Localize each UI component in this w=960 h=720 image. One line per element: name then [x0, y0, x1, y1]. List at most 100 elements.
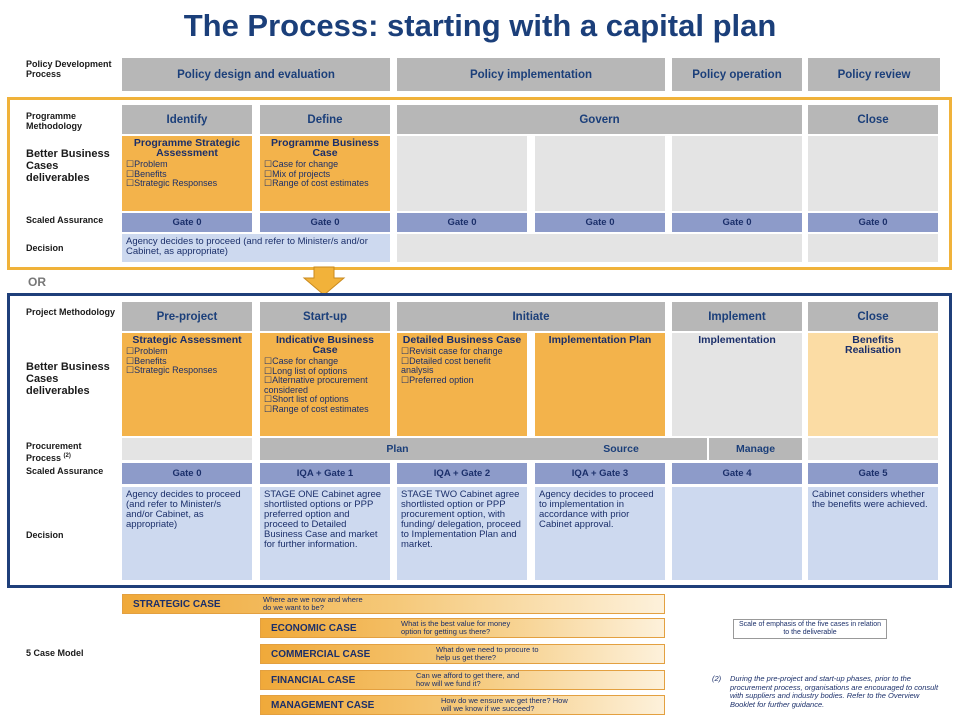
deliverable-item: Benefits — [126, 169, 248, 180]
programme-gate: Gate 0 — [122, 213, 252, 232]
deliverable-item: Strategic Responses — [126, 178, 248, 189]
deliverable-title: Indicative Business Case — [275, 334, 375, 356]
programme-strategic-assessment: Programme Strategic Assessment Problem B… — [122, 136, 252, 211]
deliverable-title: Implementation Plan — [548, 334, 652, 346]
case-question: What do we need to procure to help us ge… — [436, 645, 539, 662]
deliverable-title: Detailed Business Case — [402, 334, 522, 346]
deliverable-title: Benefits Realisation — [844, 334, 902, 356]
procurement-manage: Manage — [709, 438, 802, 460]
procurement-empty-cell — [808, 438, 938, 460]
project-benefits-realisation: Benefits Realisation — [808, 333, 938, 436]
deliverable-title: Programme Strategic Assessment — [133, 137, 241, 159]
case-question: How do we ensure we get there? How will … — [441, 696, 568, 713]
project-strategic-assessment: Strategic Assessment Problem Benefits St… — [122, 333, 252, 436]
project-gate: IQA + Gate 1 — [260, 463, 390, 484]
project-decision-label: Decision — [26, 530, 64, 540]
project-indicative-business-case: Indicative Business Case Case for change… — [260, 333, 390, 436]
programme-gate: Gate 0 — [397, 213, 527, 232]
deliverable-item: Case for change — [264, 356, 386, 367]
procurement-label-text: Procurement Process — [26, 441, 82, 463]
case-financial: FINANCIAL CASE Can we afford to get ther… — [260, 670, 665, 690]
programme-deliverables-label: Better Business Cases deliverables — [26, 148, 110, 184]
programme-frame — [7, 97, 952, 270]
programme-decision-label: Decision — [26, 243, 64, 253]
project-implementation-plan: Implementation Plan — [535, 333, 665, 436]
project-gate: Gate 5 — [808, 463, 938, 484]
deliverable-item: Mix of projects — [264, 169, 386, 180]
policy-stage-implementation: Policy implementation — [397, 58, 665, 91]
deliverable-item: Strategic Responses — [126, 365, 248, 376]
project-decision: STAGE ONE Cabinet agree shortlisted opti… — [260, 487, 390, 580]
deliverable-item: Range of cost estimates — [264, 178, 386, 189]
deliverable-item: Detailed cost benefit analysis — [401, 356, 523, 376]
case-question: What is the best value for money option … — [401, 619, 511, 636]
procurement-empty-cell — [122, 438, 252, 460]
project-decision: Cabinet considers whether the benefits w… — [808, 487, 938, 580]
case-commercial: COMMERCIAL CASE What do we need to procu… — [260, 644, 665, 664]
case-question: Can we afford to get there, and how will… — [416, 671, 520, 688]
programme-stage-govern: Govern — [397, 105, 802, 134]
project-decision: STAGE TWO Cabinet agree shortlisted opti… — [397, 487, 527, 580]
project-stage-initiate: Initiate — [397, 302, 665, 331]
policy-stage-review: Policy review — [808, 58, 940, 91]
programme-stage-define: Define — [260, 105, 390, 134]
programme-stage-identify: Identify — [122, 105, 252, 134]
deliverable-item: Short list of options — [264, 394, 386, 405]
down-arrow-icon — [302, 266, 346, 296]
project-gate: IQA + Gate 2 — [397, 463, 527, 484]
govern-cell — [397, 136, 527, 211]
programme-assurance-label: Scaled Assurance — [26, 215, 104, 225]
policy-row-label: Policy Development Process — [26, 59, 112, 79]
programme-gate: Gate 0 — [808, 213, 938, 232]
project-implementation: Implementation — [672, 333, 802, 436]
page-title: The Process: starting with a capital pla… — [183, 8, 777, 43]
project-decision — [672, 487, 802, 580]
programme-gate: Gate 0 — [260, 213, 390, 232]
programme-decision-empty — [808, 234, 938, 262]
policy-stage-operation: Policy operation — [672, 58, 802, 91]
policy-stage-design: Policy design and evaluation — [122, 58, 390, 91]
footnote-text: During the pre-project and start-up phas… — [730, 674, 939, 709]
deliverable-item: Case for change — [264, 159, 386, 170]
footnote-marker: (2) — [712, 674, 722, 683]
case-name: MANAGEMENT CASE — [271, 699, 375, 711]
procurement-footnote-ref: (2) — [63, 453, 71, 459]
case-name: ECONOMIC CASE — [271, 622, 357, 634]
deliverable-title: Programme Business Case — [271, 137, 379, 159]
project-frame — [7, 293, 952, 588]
govern-cell — [535, 136, 665, 211]
programme-methodology-label: Programme Methodology — [26, 111, 82, 131]
deliverable-item: Revisit case for change — [401, 346, 523, 357]
project-gate: Gate 0 — [122, 463, 252, 484]
deliverable-item: Problem — [126, 159, 248, 170]
deliverable-item: Alternative procurement considered — [264, 375, 386, 395]
case-name: COMMERCIAL CASE — [271, 648, 371, 660]
project-gate: Gate 4 — [672, 463, 802, 484]
programme-decision-empty — [397, 234, 802, 262]
deliverable-item: Benefits — [126, 356, 248, 367]
close-cell — [808, 136, 938, 211]
project-decision: Agency decides to proceed (and refer to … — [122, 487, 252, 580]
five-case-label: 5 Case Model — [26, 648, 84, 658]
deliverable-item: Problem — [126, 346, 248, 357]
project-assurance-label: Scaled Assurance — [26, 466, 104, 476]
emphasis-legend: Scale of emphasis of the five cases in r… — [733, 619, 887, 639]
project-stage-close: Close — [808, 302, 938, 331]
procurement-source: Source — [535, 438, 707, 460]
case-question: Where are we now and where do we want to… — [263, 595, 363, 612]
project-procurement-label: Procurement Process (2) — [26, 441, 118, 463]
project-stage-start-up: Start-up — [260, 302, 390, 331]
deliverable-item: Range of cost estimates — [264, 404, 386, 415]
deliverable-title: Strategic Assessment — [132, 334, 242, 346]
project-methodology-label: Project Methodology — [26, 307, 116, 317]
programme-business-case: Programme Business Case Case for change … — [260, 136, 390, 211]
deliverable-item: Long list of options — [264, 366, 386, 377]
govern-cell — [672, 136, 802, 211]
case-name: FINANCIAL CASE — [271, 674, 356, 686]
programme-gate: Gate 0 — [672, 213, 802, 232]
project-stage-implement: Implement — [672, 302, 802, 331]
or-label: OR — [28, 275, 46, 289]
project-gate: IQA + Gate 3 — [535, 463, 665, 484]
procurement-plan: Plan — [260, 438, 535, 460]
deliverable-title: Implementation — [698, 334, 776, 346]
